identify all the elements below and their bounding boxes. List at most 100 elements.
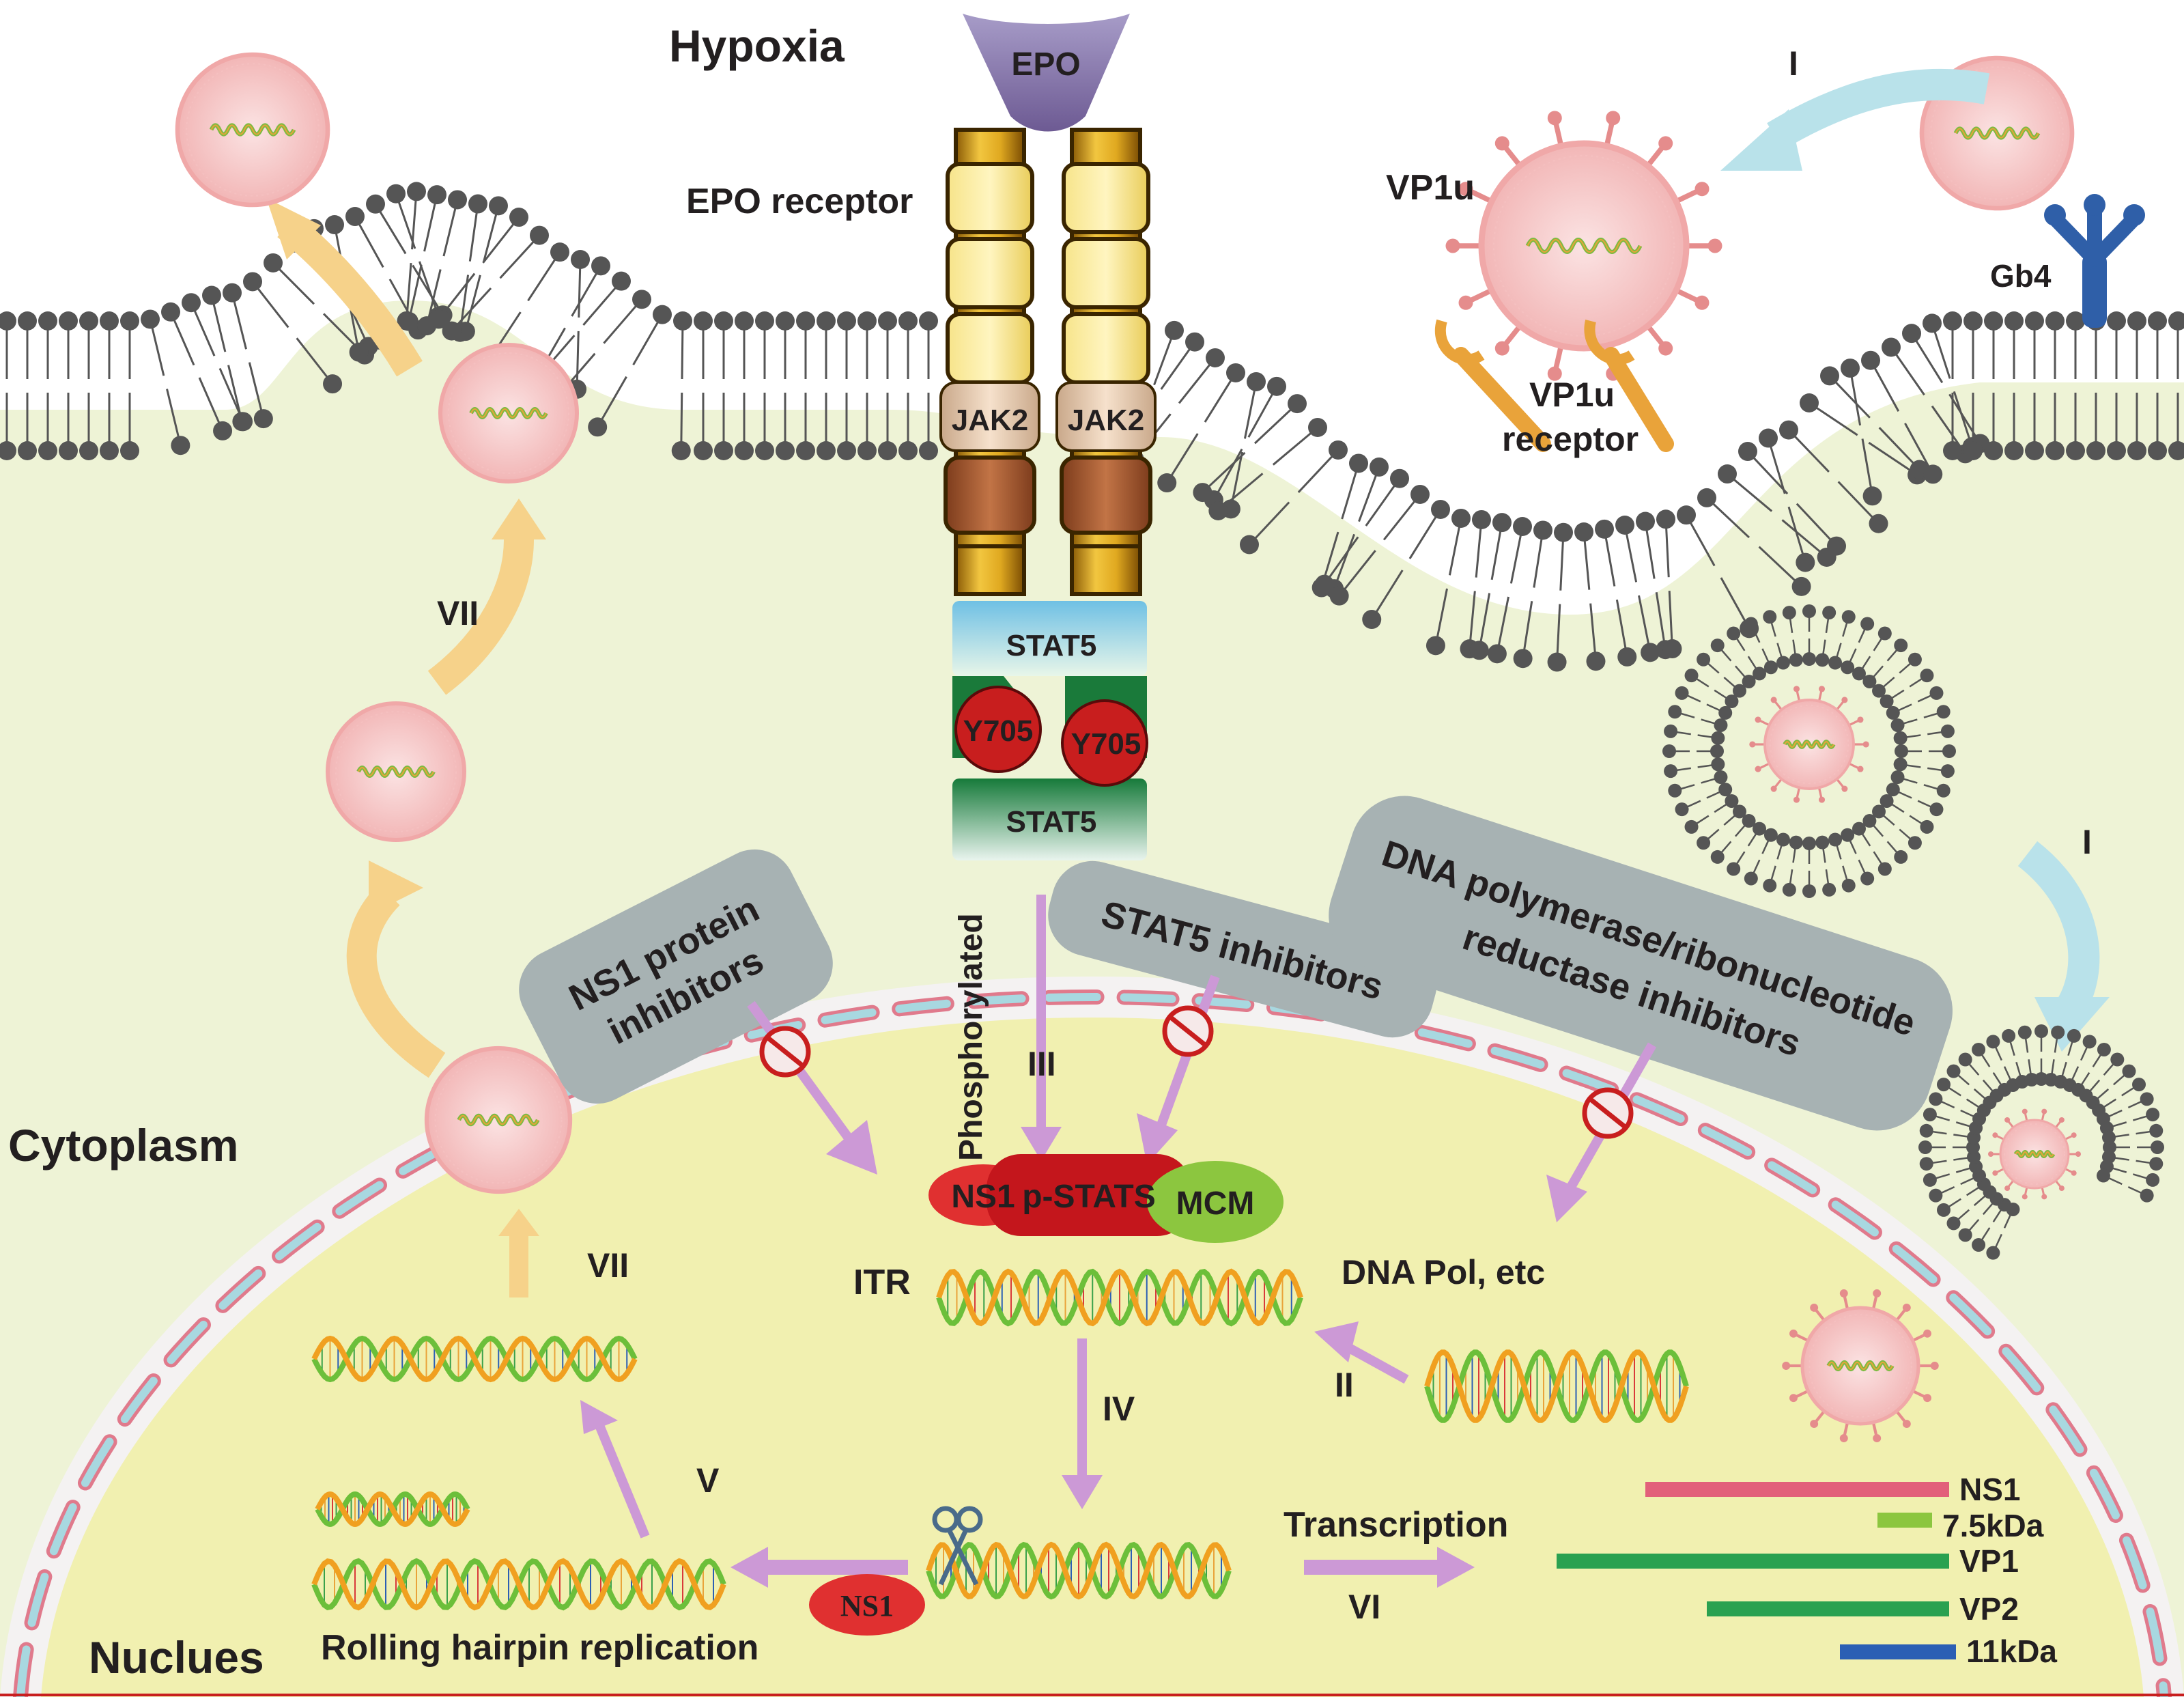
lipid-head: [1877, 626, 1892, 641]
exit-arrow-head-vii-upper: [492, 499, 546, 539]
lipid-head: [2051, 1025, 2065, 1039]
lipid-head: [1862, 814, 1877, 828]
lipid-head: [1675, 802, 1689, 817]
lipid-head: [1710, 744, 1724, 758]
lipid-head: [1936, 1203, 1951, 1217]
lipid-head: [1841, 660, 1855, 675]
lipid-head: [1800, 393, 1819, 412]
lipid-head: [232, 412, 252, 432]
dna-helix: [315, 1491, 470, 1528]
lipid-head: [1362, 610, 1382, 630]
transcript-bar-11kda: [1840, 1644, 1956, 1659]
lipid-tail: [1217, 473, 1264, 512]
lipid-head: [1744, 871, 1758, 886]
transcript-label-11kda: 11kDa: [1966, 1633, 2057, 1669]
lipid-head: [2146, 1108, 2160, 1122]
capsid-spike-tip: [1818, 686, 1826, 692]
lipid-head: [1815, 835, 1830, 850]
capsid-spike-tip: [1841, 785, 1848, 792]
lipid-head: [1782, 606, 1796, 620]
lipid-tail: [1746, 451, 1789, 495]
capsid-spike-tip: [1789, 1394, 1798, 1403]
transcript-bar-vp2: [1707, 1601, 1949, 1616]
lipid-head: [1929, 1092, 1943, 1106]
capsid-spike-tip: [2004, 1186, 2011, 1192]
lipid-head: [776, 311, 795, 331]
lipid-head: [1958, 1052, 1972, 1067]
lipid-tail: [1333, 533, 1356, 589]
capsid-spike-tip: [1782, 1362, 1791, 1370]
lipid-tail: [1868, 442, 1918, 476]
capsid-spike-tip: [1992, 1170, 1998, 1176]
lipid-head: [1958, 1228, 1972, 1242]
lipid-head: [1554, 522, 1573, 542]
lipid-head: [878, 441, 897, 460]
lipid-head: [1880, 695, 1894, 709]
lipid-tail: [1787, 506, 1806, 563]
lipid-head: [1288, 394, 1307, 414]
lipid-head: [1684, 819, 1699, 834]
lipid-head: [1919, 1157, 1933, 1171]
lipid-head: [1963, 311, 1983, 331]
lipid-head: [2149, 1123, 2164, 1138]
capsid-spike-tip: [1445, 238, 1460, 253]
capsid-spike-tip: [1458, 295, 1473, 310]
lipid-head: [0, 311, 16, 331]
lipid-tail: [198, 377, 224, 432]
lipid-head: [2097, 1042, 2111, 1056]
p-stats-protein: [987, 1154, 1191, 1236]
lipid-head: [1586, 651, 1606, 671]
lipid-head: [2140, 1188, 2154, 1203]
arrow-head-dnapol-inhibit: [1546, 1175, 1587, 1222]
lipid-head: [1710, 639, 1725, 653]
lipid-tail: [190, 302, 216, 356]
lipid-head: [1697, 836, 1711, 850]
lipid-head: [1185, 332, 1204, 352]
lipid-head: [2127, 311, 2146, 331]
ns1-complex-label: NS1: [951, 1179, 1015, 1215]
lipid-head: [1492, 513, 1512, 533]
lipid-tail: [272, 262, 315, 305]
lipid-tail: [423, 194, 438, 252]
lipid-head: [171, 436, 190, 455]
capsid-spike-tip: [1862, 741, 1869, 748]
lipid-head: [591, 256, 610, 276]
lipid-head: [1802, 604, 1816, 618]
lipid-head: [1763, 878, 1777, 893]
dna-strand: [311, 1335, 638, 1383]
lipid-head: [1718, 783, 1733, 797]
lipid-head: [1662, 744, 1676, 758]
capsid-spike-tip: [2004, 1117, 2011, 1123]
capsid-spike-tip: [1930, 1362, 1939, 1370]
lipid-head: [2002, 1028, 2016, 1043]
lipid-head: [1966, 1140, 1980, 1154]
lipid-head: [1267, 376, 1286, 396]
dna-strand: [926, 1541, 1232, 1600]
capsid-spike-tip: [1810, 1303, 1819, 1312]
lipid-head: [2045, 311, 2065, 331]
lipid-tail: [442, 199, 459, 257]
mcm-protein: [1147, 1161, 1284, 1243]
lipid-head: [673, 311, 692, 331]
lipid-head: [2096, 1168, 2110, 1183]
lipid-tail: [1948, 393, 1981, 445]
viral-genome-strand: [470, 408, 547, 418]
lipid-head: [1872, 684, 1886, 698]
no-sign-icon: [1582, 1087, 1634, 1139]
capsid-spike-tip: [1992, 1132, 1998, 1138]
viral-genome-strand: [1527, 239, 1641, 253]
capsid-spike-tip: [2075, 1151, 2081, 1157]
lipid-tail: [1338, 550, 1376, 597]
lipid-head: [1940, 724, 1955, 738]
lipid-head: [2025, 311, 2044, 331]
lipid-tail: [1878, 427, 1920, 471]
transcript-bar-ns1: [1645, 1482, 1949, 1497]
viral-genome-strand: [2015, 1151, 2054, 1157]
lipid-head: [1349, 453, 1368, 473]
exit-arrow-head-top: [266, 198, 321, 260]
lipid-head: [2101, 1130, 2116, 1145]
lipid-tail: [576, 331, 580, 389]
lipid-tail: [681, 320, 684, 380]
transcription-label: Transcription: [1284, 1505, 1508, 1545]
replication-complex: NS1 p-STATS MCM: [928, 1154, 1284, 1243]
